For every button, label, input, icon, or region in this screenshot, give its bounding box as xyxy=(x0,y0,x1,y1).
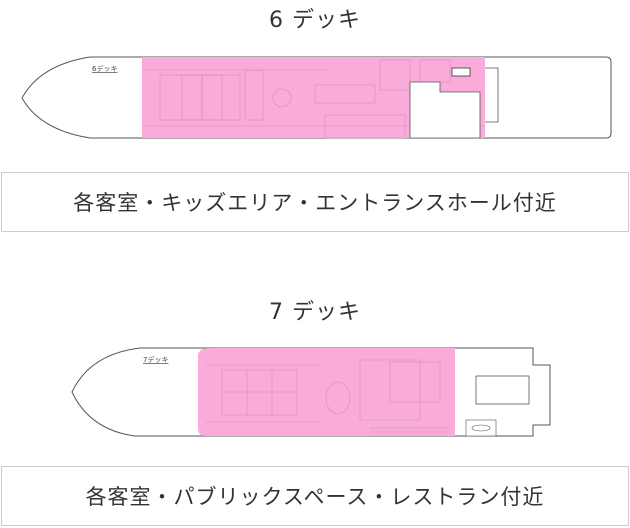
deck-7-caption: 各客室・パブリックスペース・レストラン付近 xyxy=(1,466,629,526)
deck-6-plan-label: 6デッキ xyxy=(92,64,117,73)
deck-6-caption: 各客室・キッズエリア・エントランスホール付近 xyxy=(1,172,629,232)
deck-6-title: 6 デッキ xyxy=(269,8,361,33)
deck-7-plan: 7デッキ xyxy=(71,347,551,437)
deck-6-plan: 6デッキ xyxy=(21,56,612,139)
deck-7-title: 7 デッキ xyxy=(269,300,361,325)
deck-7-plan-label: 7デッキ xyxy=(143,355,168,364)
